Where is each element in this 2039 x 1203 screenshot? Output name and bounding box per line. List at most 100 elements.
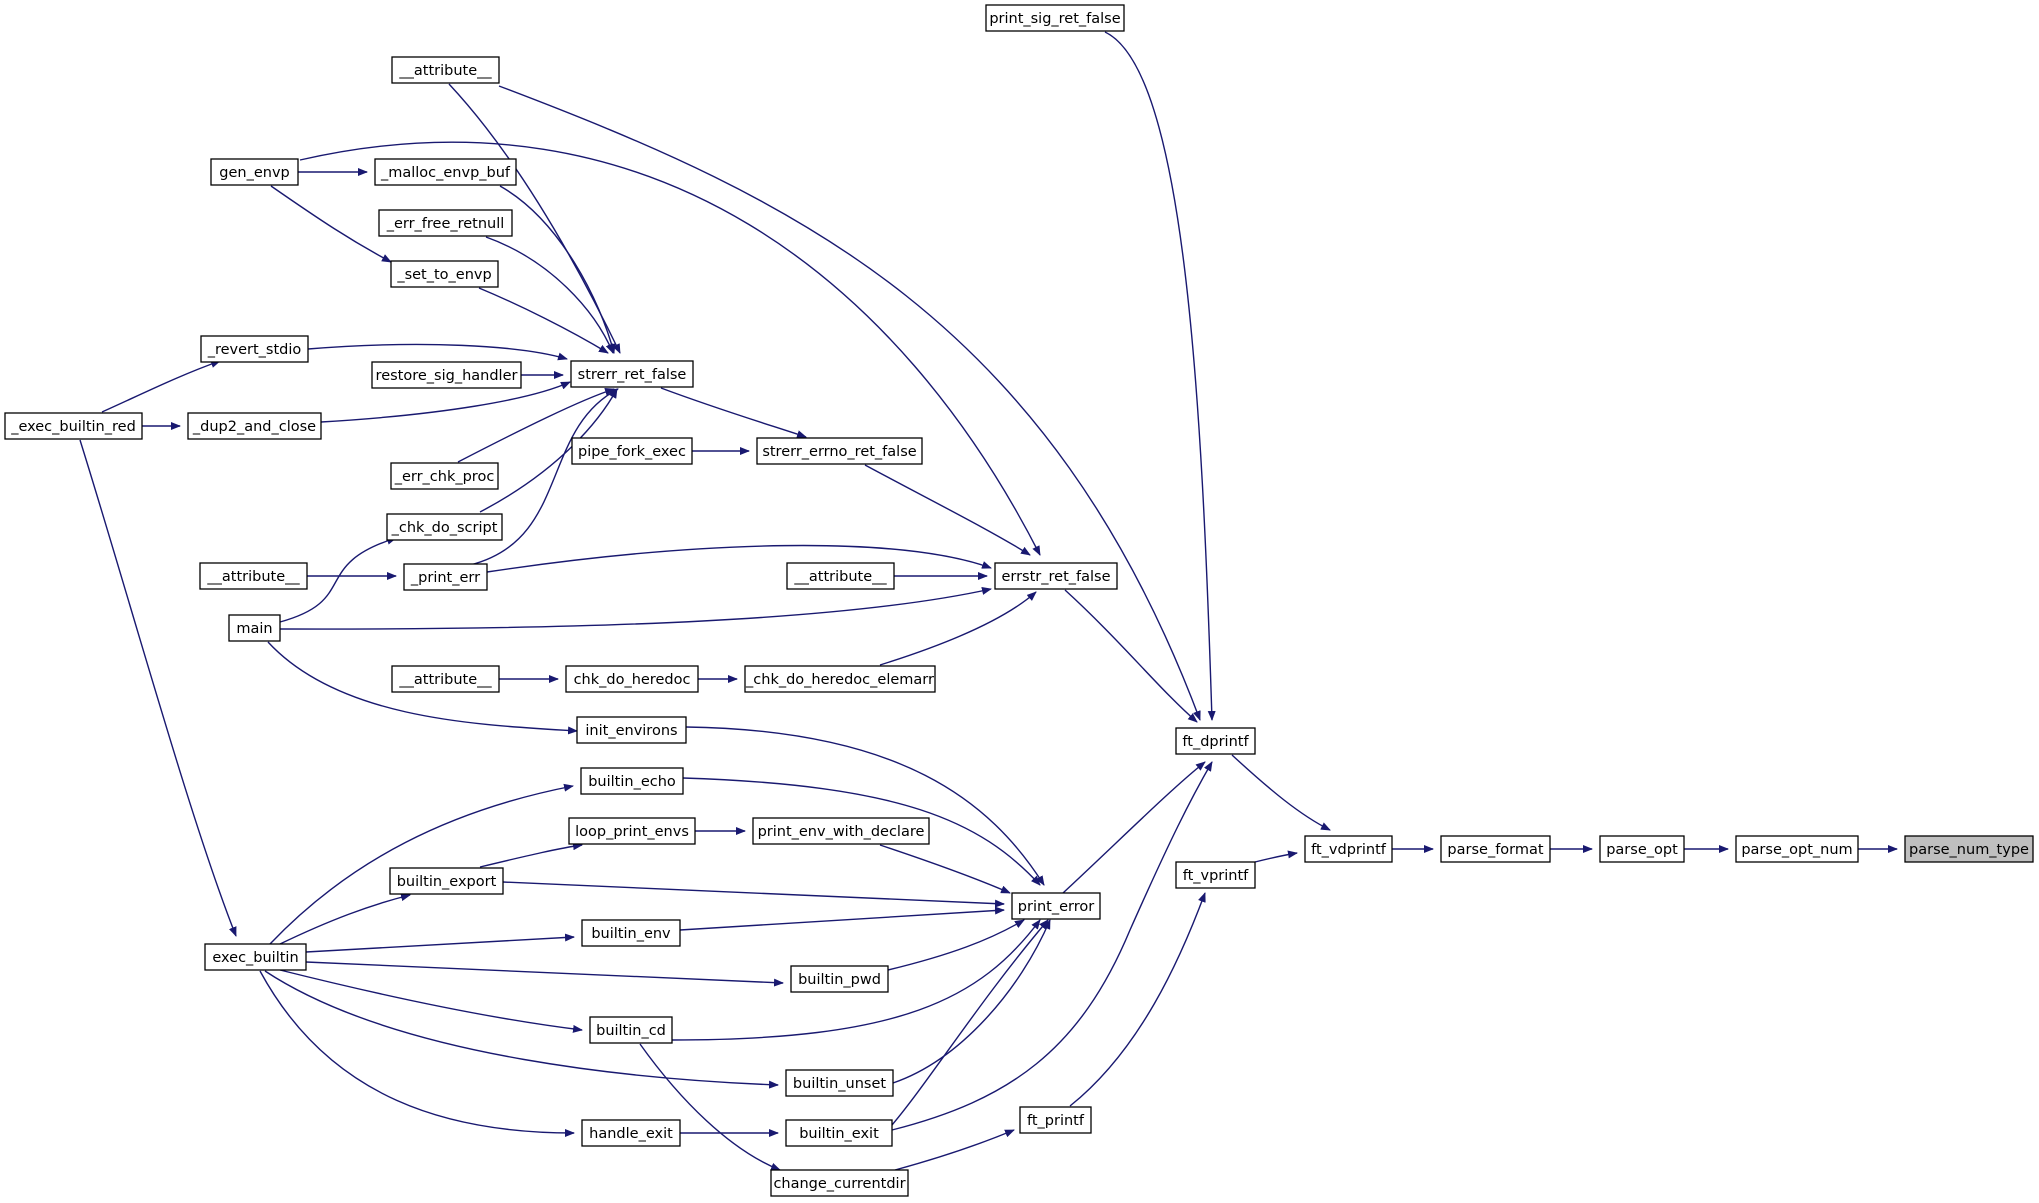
edge-dup2_and_close-to-strerr_ret_false bbox=[320, 381, 571, 423]
node-box bbox=[581, 919, 681, 947]
node-box bbox=[386, 513, 503, 541]
node-init-environs[interactable]: init_environs bbox=[576, 716, 687, 744]
node-builtin-pwd[interactable]: builtin_pwd bbox=[790, 965, 889, 993]
edge-attr1-to-ft_dprintf bbox=[498, 85, 1201, 721]
edge-ft_printf-to-ft_vprintf bbox=[1069, 892, 1206, 1107]
node-label: _exec_builtin_red bbox=[10, 419, 136, 435]
edge-strerr_ret_false-to-strerr_errno_ret_false bbox=[660, 387, 807, 438]
edge-print_err-to-strerr_ret_false bbox=[469, 388, 619, 566]
node-label: init_environs bbox=[585, 723, 677, 739]
node-box bbox=[1904, 835, 2034, 863]
edge-ft_dprintf-to-ft_vdprintf bbox=[1231, 754, 1331, 831]
edge-exec_builtin_red-to-exec_builtin bbox=[79, 439, 237, 937]
node-box bbox=[403, 563, 488, 591]
edge-builtin_unset-to-print_error bbox=[892, 919, 1051, 1084]
edge-exec_builtin-to-builtin_env bbox=[305, 933, 575, 953]
node-pipe-fork-exec[interactable]: pipe_fork_exec bbox=[571, 437, 693, 465]
node-attr2[interactable]: __attribute__ bbox=[199, 562, 308, 590]
node-revert-stdio[interactable]: _revert_stdio bbox=[200, 335, 309, 363]
node-label: _chk_do_script bbox=[391, 520, 498, 536]
node-builtin-cd[interactable]: builtin_cd bbox=[589, 1016, 673, 1044]
node-box bbox=[390, 260, 499, 288]
node-chk-do-script[interactable]: _chk_do_script bbox=[386, 513, 503, 541]
node-parse-format[interactable]: parse_format bbox=[1440, 835, 1551, 863]
node-parse-opt[interactable]: parse_opt bbox=[1599, 835, 1685, 863]
edge-builtin_cd-to-print_error bbox=[671, 919, 1041, 1041]
node-builtin-export[interactable]: builtin_export bbox=[389, 867, 504, 895]
node-builtin-exit[interactable]: builtin_exit bbox=[785, 1119, 893, 1147]
node-box bbox=[756, 437, 923, 465]
node-box bbox=[1019, 1106, 1092, 1134]
edge-malloc_envp_buf-to-strerr_ret_false bbox=[499, 185, 616, 354]
node-exec-builtin[interactable]: exec_builtin bbox=[204, 943, 307, 971]
node-chk-do-heredoc[interactable]: chk_do_heredoc bbox=[565, 665, 699, 693]
node-print-error[interactable]: print_error bbox=[1011, 892, 1101, 920]
node-box bbox=[210, 158, 299, 186]
nodes-layer: print_sig_ret_false __attribute__ gen_envp… bbox=[4, 4, 2034, 1197]
edge-init_environs-to-print_error bbox=[685, 726, 1045, 886]
node-box bbox=[199, 562, 308, 590]
node-box bbox=[785, 1069, 894, 1097]
node-label: strerr_ret_false bbox=[578, 367, 687, 383]
node-malloc-envp-buf[interactable]: _malloc_envp_buf bbox=[374, 158, 517, 186]
node-builtin-env[interactable]: builtin_env bbox=[581, 919, 681, 947]
node-label: print_sig_ret_false bbox=[989, 11, 1120, 27]
edge-chk_do_heredoc_elemarr-to-errstr_ret_false bbox=[879, 591, 1037, 666]
edge-exec_builtin-to-builtin_unset bbox=[264, 970, 779, 1089]
node-parse-num-type[interactable]: parse_num_type bbox=[1904, 835, 2034, 863]
node-box bbox=[200, 335, 309, 363]
node-print-env-with-declare[interactable]: print_env_with_declare bbox=[752, 817, 930, 845]
edge-set_to_envp-to-strerr_ret_false bbox=[478, 287, 609, 354]
node-builtin-echo[interactable]: builtin_echo bbox=[580, 767, 684, 795]
node-exec-builtin-red[interactable]: _exec_builtin_red bbox=[4, 412, 143, 440]
node-label: _print_err bbox=[410, 570, 480, 586]
node-box bbox=[374, 158, 517, 186]
node-box bbox=[786, 562, 895, 590]
node-ft-dprintf[interactable]: ft_dprintf bbox=[1175, 727, 1256, 755]
node-set-to-envp[interactable]: _set_to_envp bbox=[390, 260, 499, 288]
node-label: __attribute__ bbox=[398, 672, 492, 688]
node-box bbox=[1440, 835, 1551, 863]
node-loop-print-envs[interactable]: loop_print_envs bbox=[568, 817, 696, 845]
node-handle-exit[interactable]: handle_exit bbox=[581, 1119, 681, 1147]
node-err-chk-proc[interactable]: _err_chk_proc bbox=[390, 462, 499, 490]
node-attr4[interactable]: __attribute__ bbox=[391, 665, 500, 693]
edge-builtin_pwd-to-print_error bbox=[887, 919, 1025, 971]
node-ft-vprintf[interactable]: ft_vprintf bbox=[1175, 861, 1256, 889]
node-strerr-errno-ret-false[interactable]: strerr_errno_ret_false bbox=[756, 437, 923, 465]
node-gen-envp[interactable]: gen_envp bbox=[210, 158, 299, 186]
node-restore-sig-handler[interactable]: restore_sig_handler bbox=[371, 361, 522, 389]
node-main[interactable]: main bbox=[228, 614, 281, 642]
node-errstr-ret-false[interactable]: errstr_ret_false bbox=[994, 562, 1118, 590]
node-label: builtin_exit bbox=[799, 1126, 879, 1142]
node-label: __attribute__ bbox=[398, 63, 492, 79]
node-label: _chk_do_heredoc_elemarr bbox=[745, 672, 934, 688]
node-parse-opt-num[interactable]: parse_opt_num bbox=[1735, 835, 1859, 863]
node-label: ft_vprintf bbox=[1183, 868, 1249, 884]
node-builtin-unset[interactable]: builtin_unset bbox=[785, 1069, 894, 1097]
node-strerr-ret-false[interactable]: strerr_ret_false bbox=[570, 360, 694, 388]
node-label: errstr_ret_false bbox=[1001, 569, 1110, 585]
node-print-err[interactable]: _print_err bbox=[403, 563, 488, 591]
node-box bbox=[371, 361, 522, 389]
node-label: exec_builtin bbox=[212, 950, 298, 966]
node-ft-vdprintf[interactable]: ft_vdprintf bbox=[1304, 835, 1393, 863]
node-chk-do-heredoc-elemarr[interactable]: _chk_do_heredoc_elemarr bbox=[744, 665, 936, 693]
node-attr3[interactable]: __attribute__ bbox=[786, 562, 895, 590]
node-attr1[interactable]: __attribute__ bbox=[391, 56, 500, 84]
node-box bbox=[985, 4, 1125, 32]
edge-print_env_with_declare-to-print_error bbox=[879, 844, 1011, 894]
node-dup2-and-close[interactable]: _dup2_and_close bbox=[187, 412, 322, 440]
edge-print_error-to-ft_dprintf bbox=[1062, 761, 1206, 894]
edge-print_err-to-errstr_ret_false bbox=[486, 544, 992, 573]
edge-errstr_ret_false-to-ft_dprintf bbox=[1064, 589, 1198, 723]
node-print-sig-ret-false[interactable]: print_sig_ret_false bbox=[985, 4, 1125, 32]
node-err-free-retnull[interactable]: _err_free_retnull bbox=[378, 209, 513, 237]
node-label: ft_dprintf bbox=[1182, 734, 1249, 750]
node-label: parse_format bbox=[1447, 842, 1543, 858]
node-label: gen_envp bbox=[219, 165, 289, 181]
node-ft-printf[interactable]: ft_printf bbox=[1019, 1106, 1092, 1134]
node-label: builtin_env bbox=[591, 926, 671, 942]
node-change-currentdir[interactable]: change_currentdir bbox=[770, 1169, 909, 1197]
